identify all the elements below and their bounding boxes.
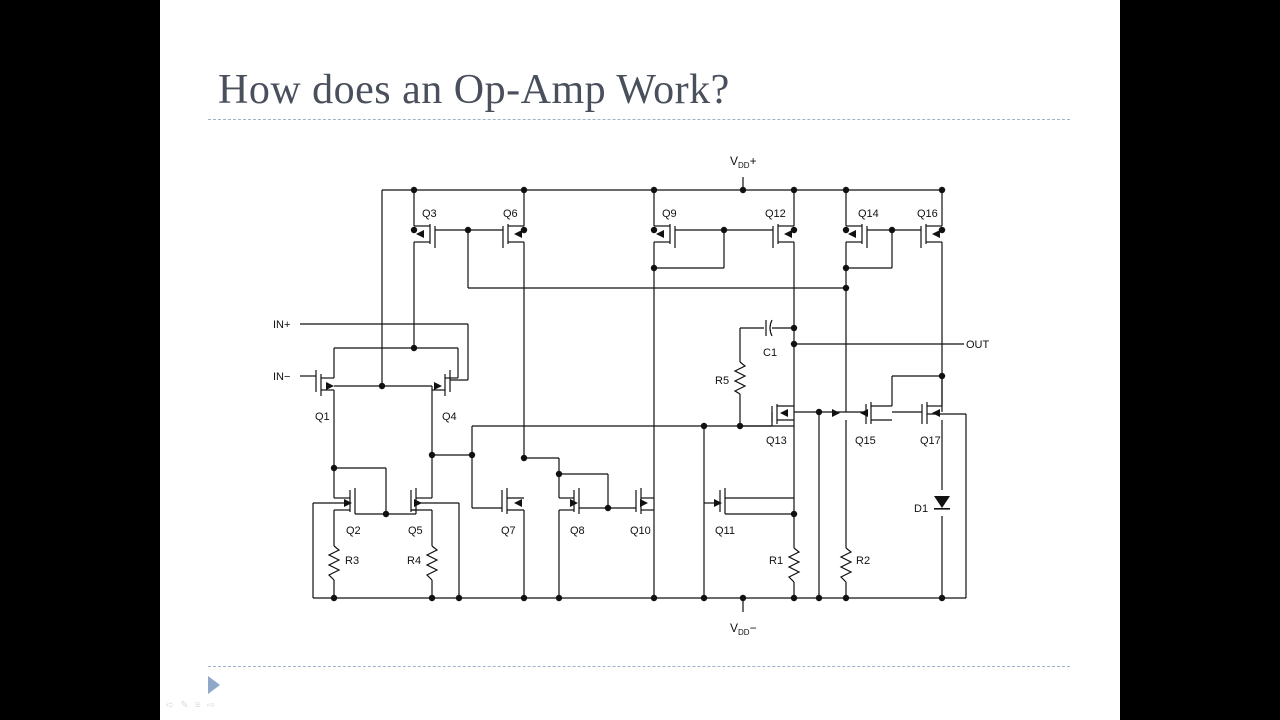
q3-label: Q3 (422, 208, 437, 220)
q8-label: Q8 (570, 525, 585, 537)
pointer-icon[interactable]: ➪ (166, 700, 175, 711)
q1-label: Q1 (315, 411, 330, 423)
r3-label: R3 (345, 555, 359, 567)
q11-label: Q11 (715, 525, 735, 537)
r5-label: R5 (715, 375, 729, 387)
r2-label: R2 (856, 555, 870, 567)
slideshow-toolbar: ➪ ✎ ≡ ⇨ (166, 700, 215, 711)
slide: How does an Op-Amp Work? (160, 0, 1120, 720)
q7-label: Q7 (501, 525, 516, 537)
title-divider (208, 119, 1070, 120)
pen-icon[interactable]: ✎ (180, 700, 189, 711)
q2-label: Q2 (346, 525, 361, 537)
r4-label: R4 (407, 555, 421, 567)
footer-divider (208, 666, 1070, 667)
d1-label: D1 (914, 503, 928, 515)
in-minus-label: IN− (273, 371, 290, 383)
c1-label: C1 (763, 347, 777, 359)
q16-label: Q16 (917, 208, 938, 220)
next-slide-icon[interactable] (208, 676, 220, 694)
q17-label: Q17 (920, 435, 941, 447)
menu-icon[interactable]: ≡ (194, 700, 201, 711)
q6-label: Q6 (503, 208, 518, 220)
r1-label: R1 (769, 555, 783, 567)
q4-label: Q4 (442, 411, 457, 423)
slide-icon[interactable]: ⇨ (206, 700, 216, 711)
page-title: How does an Op-Amp Work? (218, 67, 730, 113)
q15-label: Q15 (855, 435, 876, 447)
opamp-schematic: VDD+ VDD− IN+ IN− OUT Q3 Q6 Q9 Q12 Q14 Q… (273, 154, 990, 637)
q12-label: Q12 (765, 208, 786, 220)
q13-label: Q13 (766, 435, 787, 447)
q5-label: Q5 (408, 525, 423, 537)
vdd-positive-label: VDD+ (730, 154, 757, 170)
q14-label: Q14 (858, 208, 879, 220)
in-plus-label: IN+ (273, 319, 290, 331)
q10-label: Q10 (630, 525, 651, 537)
out-label: OUT (966, 339, 990, 351)
q9-label: Q9 (662, 208, 677, 220)
vdd-negative-label: VDD− (730, 621, 757, 637)
